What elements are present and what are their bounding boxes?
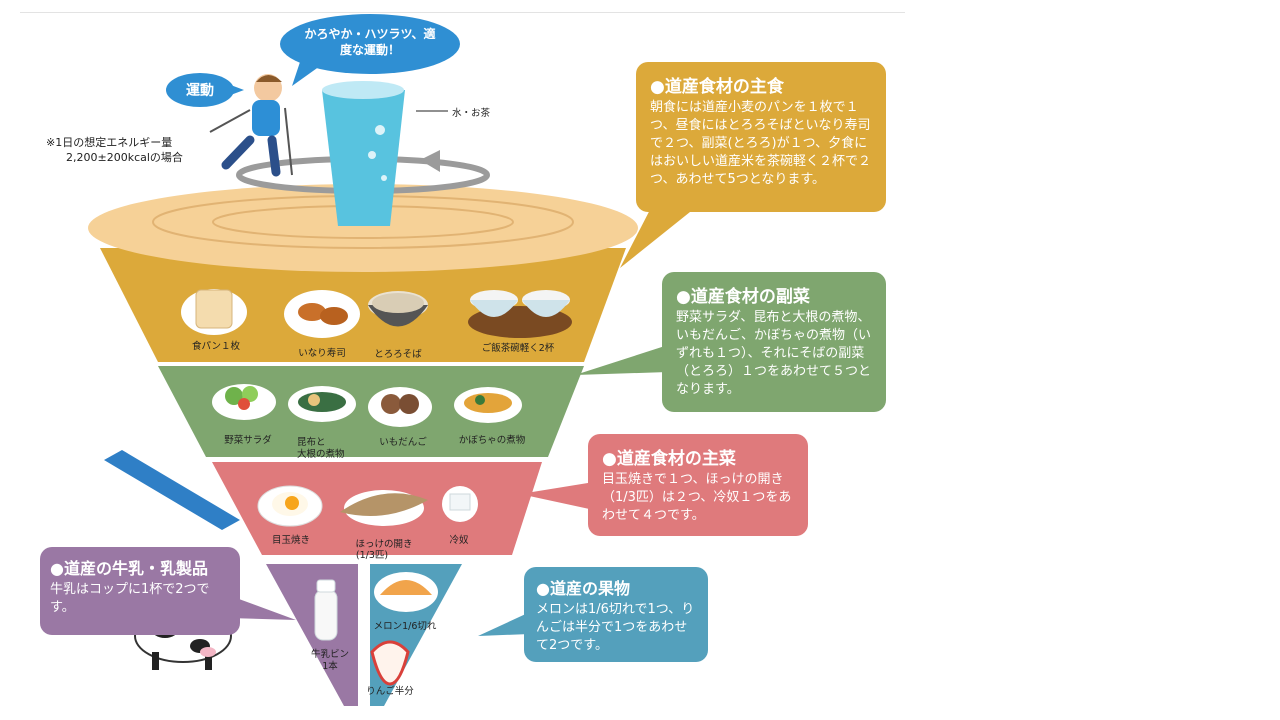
- dairy-tier: [266, 564, 358, 706]
- main-callout: ●道産食材の主菜 目玉焼きで１つ、ほっけの開き（1/3匹）は２つ、冷奴１つをあわ…: [588, 434, 808, 536]
- main-callout-body: 目玉焼きで１つ、ほっけの開き（1/3匹）は２つ、冷奴１つをあわせて４つです。: [602, 472, 792, 523]
- main-callout-tail: [520, 482, 594, 510]
- side-item-daikon: 大根の煮物: [297, 449, 345, 460]
- dairy-callout-tail: [228, 595, 296, 620]
- milk-bottle: [314, 579, 338, 641]
- staple-tier-lip: [88, 184, 638, 272]
- bubble: [381, 175, 387, 181]
- fruit-callout-tail: [478, 612, 530, 636]
- staple-callout: ●道産食材の主食 朝食には道産小麦のパンを１枚で１つ、昼食にはとろろそばといなり…: [636, 62, 886, 212]
- water-glass: [322, 90, 405, 226]
- dairy-callout: ●道産の牛乳・乳製品 牛乳はコップに1杯で2つです。: [40, 547, 240, 635]
- staple-callout-title: ●道産食材の主食: [650, 77, 784, 97]
- fruit-callout: ●道産の果物 メロンは1/6切れで1つ、りんごは半分で1つをあわせて2つです。: [524, 567, 708, 662]
- water-label: 水・お茶: [452, 108, 491, 119]
- side-callout-tail: [575, 345, 668, 375]
- side-callout-title: ●道産食材の副菜: [676, 287, 810, 307]
- speech-bubble-text: かろやか・ハツラツ、適度な運動！: [304, 27, 436, 57]
- melon-plate: [374, 572, 438, 612]
- staple-item-bread: 食パン１枚: [192, 341, 240, 352]
- exercise-badge: [166, 73, 234, 107]
- staple-callout-tail: [620, 200, 690, 268]
- top-divider: [20, 12, 905, 13]
- rice-bowls: [468, 290, 572, 338]
- staple-callout-body: 朝食には道産小麦のパンを１枚で１つ、昼食にはとろろそばといなり寿司で２つ、副菜(…: [650, 100, 872, 187]
- speech-bubble-tail: [292, 62, 320, 86]
- side-item-imodango: いもだんご: [379, 437, 427, 448]
- dairy-callout-title: ●道産の牛乳・乳製品: [50, 559, 208, 578]
- energy-note-line-2: 2,200±200kcalの場合: [66, 151, 183, 164]
- main-callout-title: ●道産食材の主菜: [602, 449, 736, 469]
- bubble: [368, 151, 376, 159]
- hiyayakko-bowl: [442, 486, 478, 522]
- imo-dango-plate: [368, 387, 432, 427]
- fruit-item-melon: メロン1/6切れ: [373, 621, 437, 632]
- main-item-hokke: ほっけの開き: [355, 539, 413, 550]
- dairy-item-milk: 牛乳ビン: [310, 649, 350, 660]
- salad-plate: [212, 384, 276, 420]
- staple-item-soba: とろろそば: [374, 349, 422, 360]
- main-item-tofu: 冷奴: [449, 535, 469, 546]
- hokke-plate: [340, 490, 428, 526]
- fried-egg-plate: [257, 485, 323, 527]
- inari-plate: [284, 290, 360, 338]
- side-item-kombu: 昆布と: [297, 437, 326, 448]
- energy-note-line-1: ※1日の想定エネルギー量: [46, 136, 173, 149]
- side-item-kabocha: かぼちゃの煮物: [458, 435, 526, 446]
- bubble: [375, 125, 385, 135]
- staple-item-rice: ご飯茶碗軽く2杯: [481, 343, 555, 354]
- kabocha-bowl: [454, 387, 522, 423]
- snack-banner: [104, 450, 240, 530]
- spin-arrow-head: [420, 150, 440, 172]
- main-item-hokke-portion: (1/3匹): [355, 550, 389, 561]
- kombu-daikon-bowl: [288, 386, 356, 422]
- dairy-callout-body: 牛乳はコップに1杯で2つです。: [50, 582, 210, 615]
- dairy-item-milk-count: 1本: [322, 661, 338, 672]
- fruit-callout-title: ●道産の果物: [536, 579, 630, 598]
- fruit-callout-body: メロンは1/6切れで1つ、りんごは半分で1つをあわせて2つです。: [536, 602, 695, 653]
- main-item-egg: 目玉焼き: [271, 535, 311, 546]
- side-item-salad: 野菜サラダ: [224, 435, 272, 446]
- runner-figure: [209, 74, 293, 177]
- speech-bubble: [280, 14, 460, 74]
- bread-plate: [181, 289, 247, 335]
- side-callout-body: 野菜サラダ、昆布と大根の煮物、いもだんご、かぼちゃの煮物（いずれも１つ）、それに…: [676, 310, 872, 397]
- exercise-badge-label: 運動: [186, 83, 214, 99]
- apple: [370, 640, 410, 686]
- exercise-badge-tail: [228, 84, 244, 96]
- water-glass-top: [322, 81, 404, 99]
- soba-bowl: [368, 291, 428, 327]
- fruit-item-apple: りんご半分: [366, 686, 414, 697]
- staple-item-inari: いなり寿司: [298, 348, 346, 359]
- side-callout: ●道産食材の副菜 野菜サラダ、昆布と大根の煮物、いもだんご、かぼちゃの煮物（いず…: [662, 272, 886, 412]
